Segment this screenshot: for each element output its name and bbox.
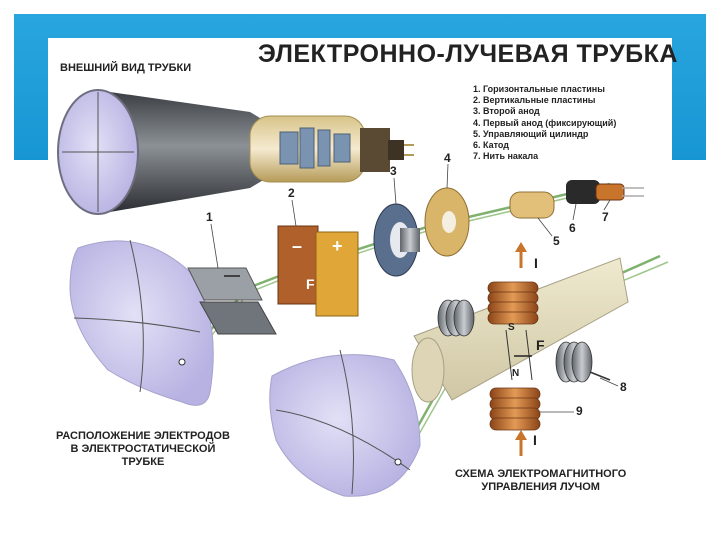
force-label-electromagnetic: F (536, 337, 545, 353)
electrostatic-screen-axes (73, 239, 201, 393)
second-anode (373, 203, 420, 277)
south-pole-label: S (508, 322, 515, 333)
plus-sign: + (332, 236, 343, 256)
north-pole-label: N (512, 368, 520, 379)
cathode-assembly (566, 180, 644, 204)
minus-sign: – (292, 236, 303, 256)
part-number-2: 2 (288, 186, 295, 200)
legend-item: 2. Вертикальные пластины (473, 95, 596, 106)
leader-lines (210, 163, 619, 413)
caption-electromagnetic: СХЕМА ЭЛЕКТРОМАГНИТНОГО УПРАВЛЕНИЯ ЛУЧОМ (455, 468, 626, 494)
control-cylinder (509, 191, 555, 219)
legend-item: 5. Управляющий цилиндр (473, 128, 589, 139)
vertical-plates (277, 225, 359, 317)
legend-item: 3. Второй анод (473, 106, 540, 117)
legend-item: 6. Катод (473, 140, 509, 151)
exterior-tube-illustration (57, 89, 414, 215)
caption-electrostatic-line-3: ТРУБКЕ (121, 456, 165, 468)
beam-spot-electrostatic (178, 358, 186, 366)
caption-electrostatic-line-1: РАСПОЛОЖЕНИЕ ЭЛЕКТРОДОВ (56, 430, 230, 442)
part-number-9: 9 (576, 404, 583, 418)
caption-exterior: ВНЕШНИЙ ВИД ТРУБКИ (60, 62, 192, 74)
header-band-right-margin (706, 14, 720, 160)
caption-electromagnetic-line-1: СХЕМА ЭЛЕКТРОМАГНИТНОГО (455, 468, 627, 480)
current-label-bottom: I (533, 432, 537, 448)
part-number-5: 5 (553, 234, 560, 248)
part-number-7: 7 (602, 210, 609, 224)
part-number-4: 4 (444, 151, 451, 165)
header-band-top-margin (0, 0, 720, 14)
current-label-top: I (534, 255, 538, 271)
legend-item: 4. Первый анод (фиксирующий) (473, 117, 617, 128)
part-number-1: 1 (206, 210, 213, 224)
electromagnetic-deflection-schematic (411, 242, 629, 456)
first-anode (424, 187, 470, 257)
part-number-3: 3 (390, 164, 397, 178)
electromagnetic-screen-axes (275, 349, 411, 495)
legend-item: 1. Горизонтальные пластины (473, 84, 605, 94)
header-band-left-margin (0, 14, 14, 160)
caption-electromagnetic-line-2: УПРАВЛЕНИЯ ЛУЧОМ (481, 481, 600, 493)
beam-spot-electromagnetic (394, 458, 402, 466)
slide-title: ЭЛЕКТРОННО-ЛУЧЕВАЯ ТРУБКА (258, 40, 678, 68)
legend-item: 7. Нить накала (473, 151, 539, 162)
parts-legend: 1. Горизонтальные пластины 2. Вертикальн… (473, 84, 616, 162)
electromagnetic-screen (269, 354, 421, 497)
part-number-8: 8 (620, 380, 627, 394)
force-label-electrostatic: F (306, 276, 315, 292)
horizontal-plates (187, 267, 277, 335)
caption-electrostatic-line-2: В ЭЛЕКТРОСТАТИЧЕСКОЙ (70, 443, 216, 455)
caption-electrostatic: РАСПОЛОЖЕНИЕ ЭЛЕКТРОДОВ В ЭЛЕКТРОСТАТИЧЕ… (56, 430, 230, 469)
part-number-6: 6 (569, 221, 576, 235)
